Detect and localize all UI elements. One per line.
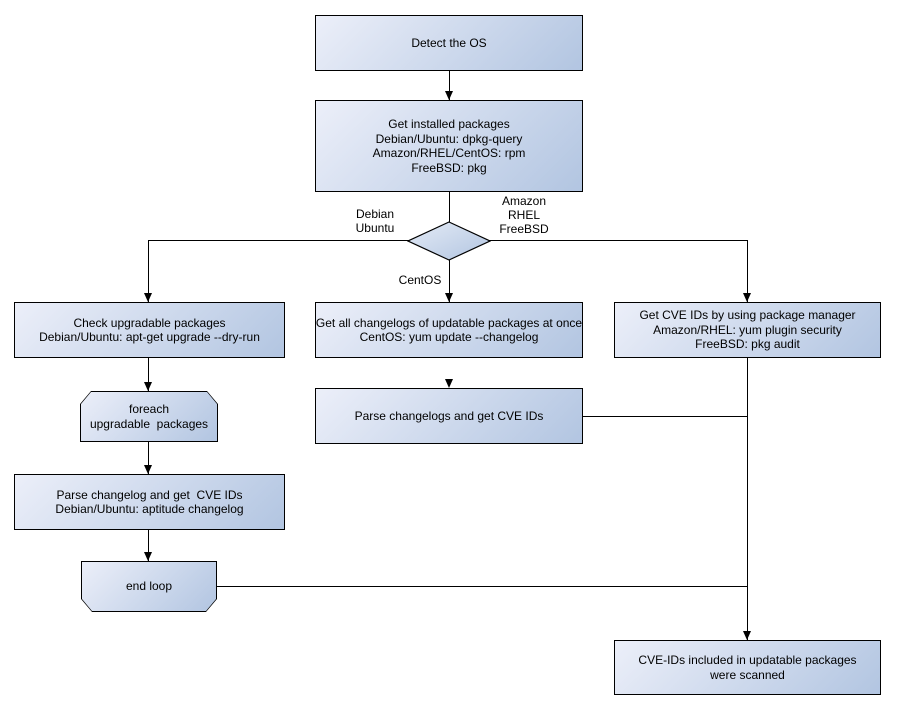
node-get-all-changelogs: Get all changelogs of updatable packages…	[315, 302, 583, 358]
loop-end-fill	[82, 562, 216, 611]
node-cve-ids-scanned-label: CVE-IDs included in updatable packages w…	[638, 653, 857, 682]
arrowhead-icon	[144, 293, 152, 302]
node-parse-changelogs: Parse changelogs and get CVE IDs	[315, 388, 583, 444]
connector-parsechangelogs-to-merge	[583, 416, 748, 417]
node-detect-os: Detect the OS	[315, 15, 583, 71]
connector-decision-right-down	[747, 240, 748, 302]
loop-end-label: end loop	[125, 579, 173, 594]
connector-merge-to-scanned	[747, 358, 748, 640]
arrowhead-icon	[144, 552, 152, 561]
arrowhead-icon	[445, 379, 453, 388]
node-check-upgradable-packages-label: Check upgradable packages Debian/Ubuntu:…	[39, 315, 260, 345]
node-cve-ids-scanned: CVE-IDs included in updatable packages w…	[614, 640, 881, 695]
connector-foreach-to-parse	[148, 442, 149, 474]
connector-parse-to-endloop	[148, 530, 149, 561]
node-get-installed-packages: Get installed packages Debian/Ubuntu: dp…	[315, 100, 583, 192]
node-parse-changelogs-label: Parse changelogs and get CVE IDs	[354, 408, 544, 423]
connector-decision-left-horizontal	[148, 240, 409, 241]
node-parse-changelog-label: Parse changelog and get CVE IDs Debian/U…	[55, 487, 244, 517]
loop-start-fill	[81, 392, 217, 441]
connector-decision-left-down	[148, 240, 149, 302]
node-get-cve-ids-package-manager-label: Get CVE IDs by using package manager Ama…	[639, 308, 856, 352]
loop-start-foreach: foreach upgradable packages	[80, 391, 218, 442]
arrowhead-icon	[743, 631, 751, 640]
node-check-upgradable-packages: Check upgradable packages Debian/Ubuntu:…	[14, 302, 285, 358]
connector-endloop-to-merge	[217, 586, 748, 587]
edge-label-debian-ubuntu: Debian Ubuntu	[355, 207, 395, 235]
connector-decision-right-horizontal	[489, 240, 748, 241]
loop-start-foreach-label: foreach upgradable packages	[89, 402, 209, 431]
node-get-cve-ids-package-manager: Get CVE IDs by using package manager Ama…	[614, 302, 881, 358]
arrowhead-icon	[144, 465, 152, 474]
node-parse-changelog: Parse changelog and get CVE IDs Debian/U…	[14, 474, 285, 530]
node-detect-os-label: Detect the OS	[411, 35, 487, 50]
node-get-all-changelogs-label: Get all changelogs of updatable packages…	[315, 315, 583, 345]
connector-decision-centos-down	[449, 259, 450, 302]
arrowhead-icon	[743, 293, 751, 302]
connector-detect-to-installed	[449, 71, 450, 100]
arrowhead-icon	[144, 382, 152, 391]
arrowhead-icon	[445, 91, 453, 100]
loop-end: end loop	[81, 561, 217, 612]
node-get-installed-packages-label: Get installed packages Debian/Ubuntu: dp…	[372, 117, 526, 175]
connector-installed-to-decision	[449, 192, 450, 222]
connector-check-to-foreach	[148, 358, 149, 391]
decision-os-diamond	[407, 221, 491, 261]
arrowhead-icon	[445, 293, 453, 302]
edge-label-amazon-rhel-freebsd: Amazon RHEL FreeBSD	[499, 194, 549, 236]
edge-label-centos: CentOS	[398, 273, 442, 287]
